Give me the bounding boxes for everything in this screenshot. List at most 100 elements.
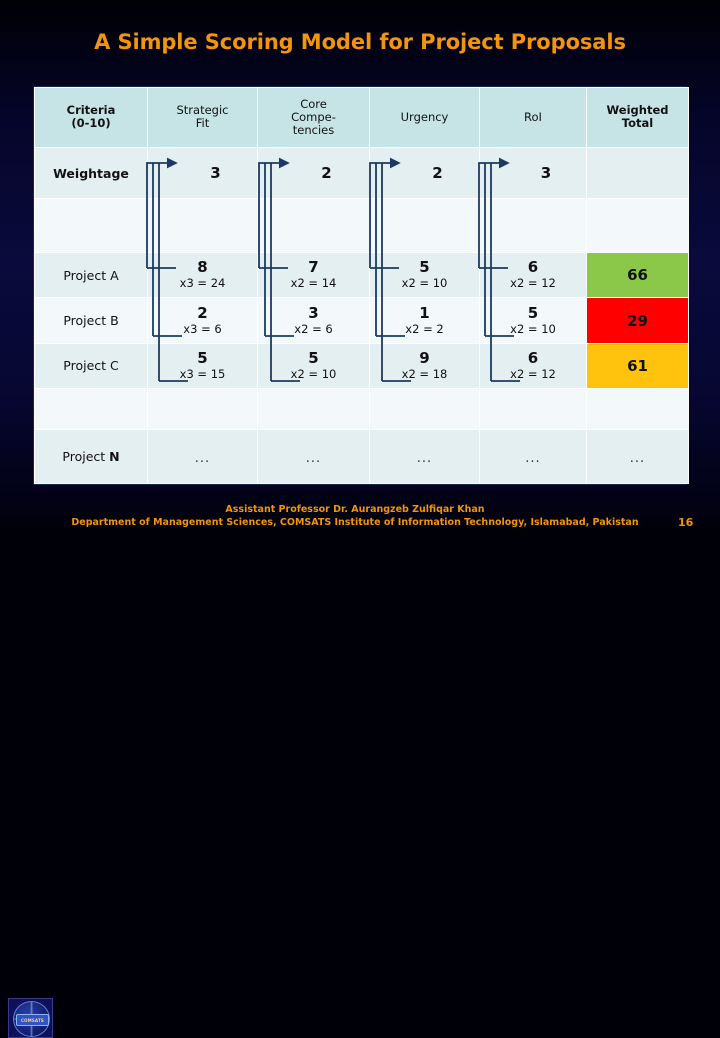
multiplier-value: x2 = 18 [401, 367, 448, 382]
score-value: 5 [527, 303, 539, 322]
project-n-label-text: Project [62, 449, 110, 465]
page-number: 16 [678, 516, 694, 529]
table-row: Project C 5 x3 = 15 5 x2 = 10 9 x2 = 18 [34, 342, 689, 390]
project-b-urgency: 1 x2 = 2 [369, 297, 480, 344]
total-value: 29 [627, 311, 648, 330]
table-row: Project B 2 x3 = 6 3 x2 = 6 1 x2 = 2 5 [34, 297, 689, 344]
ellipsis: ... [416, 451, 433, 467]
multiplier-value: x3 = 15 [179, 367, 226, 382]
weightage-urgency: 2 [369, 146, 480, 200]
header-roi: RoI [479, 87, 587, 148]
spacer-cell [479, 388, 587, 431]
project-a-strategic-fit: 8 x3 = 24 [147, 251, 258, 299]
score-value: 6 [527, 258, 539, 277]
weightage-strategic-fit: 3 [147, 146, 258, 200]
score-value: 8 [197, 258, 208, 277]
project-c-weighted-total: 61 [586, 342, 689, 390]
table-header-row: Criteria (0-10) Strategic Fit Core Compe… [34, 87, 689, 148]
header-urgency: Urgency [369, 87, 480, 148]
table-row: Project A 8 x3 = 24 7 x2 = 14 5 x2 = 10 [34, 251, 689, 299]
header-weighted-total: Weighted Total [586, 87, 689, 148]
ellipsis: ... [629, 451, 646, 467]
project-n-label-bold: N [109, 449, 120, 465]
weightage-urgency-value: 2 [432, 164, 443, 183]
header-criteria: Criteria (0-10) [34, 87, 148, 148]
score-value: 3 [308, 303, 319, 322]
total-value: 66 [627, 266, 648, 285]
header-criteria-line1: Criteria [66, 103, 116, 118]
spacer-cell [586, 198, 689, 253]
header-weighted-line2: Total [621, 116, 654, 131]
score-value: 5 [197, 349, 208, 368]
project-a-urgency: 5 x2 = 10 [369, 251, 480, 299]
project-a-weighted-total: 66 [586, 251, 689, 299]
multiplier-value: x2 = 10 [510, 321, 556, 336]
header-strategic-line2: Fit [195, 116, 210, 131]
project-n-roi: ... [479, 429, 587, 484]
globe-icon: COMSATS [13, 1001, 50, 1037]
weightage-row: Weightage 3 2 2 3 [34, 146, 689, 200]
project-n-label: Project N [34, 429, 148, 484]
slide-footer: COMSATS Assistant Professor Dr. Aurangze… [0, 498, 720, 1038]
score-value: 1 [419, 303, 430, 322]
header-weighted-line1: Weighted [606, 103, 669, 118]
score-value: 5 [308, 349, 319, 368]
spacer-row-top [34, 198, 689, 253]
weightage-label: Weightage [34, 146, 148, 200]
project-n-urgency: ... [369, 429, 480, 484]
multiplier-value: x2 = 14 [290, 276, 337, 291]
scoring-table-container: Criteria (0-10) Strategic Fit Core Compe… [33, 86, 689, 485]
header-core-line1: Core [300, 96, 327, 111]
project-b-weighted-total: 29 [586, 297, 689, 344]
multiplier-value: x2 = 2 [405, 321, 444, 336]
ellipsis: ... [305, 451, 322, 467]
footer-text: Assistant Professor Dr. Aurangzeb Zulfiq… [55, 503, 655, 529]
header-core-line2: Compe- [291, 109, 336, 124]
project-c-urgency: 9 x2 = 18 [369, 342, 480, 390]
score-value: 2 [197, 303, 208, 322]
spacer-cell [34, 198, 148, 253]
spacer-row-bottom [34, 388, 689, 431]
weightage-roi: 3 [479, 146, 587, 200]
spacer-cell [369, 388, 480, 431]
project-b-strategic-fit: 2 x3 = 6 [147, 297, 258, 344]
multiplier-value: x2 = 10 [401, 276, 448, 291]
weightage-core-value: 2 [321, 164, 332, 183]
project-b-core-competencies: 3 x2 = 6 [257, 297, 370, 344]
multiplier-value: x3 = 6 [183, 321, 222, 336]
project-c-label: Project C [34, 342, 148, 390]
multiplier-value: x2 = 6 [294, 321, 333, 336]
spacer-cell [257, 198, 370, 253]
spacer-cell [34, 388, 148, 431]
project-n-row: Project N ... ... ... ... ... [34, 429, 689, 484]
project-c-roi: 6 x2 = 12 [479, 342, 587, 390]
header-criteria-line2: (0-10) [71, 116, 111, 131]
weightage-roi-value: 3 [540, 164, 552, 183]
logo-band: COMSATS [16, 1014, 49, 1026]
project-a-core-competencies: 7 x2 = 14 [257, 251, 370, 299]
header-core-line3: tencies [292, 122, 335, 137]
spacer-cell [257, 388, 370, 431]
weightage-core-competencies: 2 [257, 146, 370, 200]
multiplier-value: x2 = 10 [290, 367, 337, 382]
project-b-label: Project B [34, 297, 148, 344]
logo-text: COMSATS [21, 1017, 44, 1023]
comsats-logo: COMSATS [8, 998, 53, 1038]
scoring-table: Criteria (0-10) Strategic Fit Core Compe… [34, 87, 689, 484]
ellipsis: ... [194, 451, 211, 467]
multiplier-value: x3 = 24 [179, 276, 226, 291]
project-b-roi: 5 x2 = 10 [479, 297, 587, 344]
score-value: 5 [419, 258, 430, 277]
multiplier-value: x2 = 12 [510, 276, 556, 291]
spacer-cell [147, 388, 258, 431]
project-c-strategic-fit: 5 x3 = 15 [147, 342, 258, 390]
footer-line-1: Assistant Professor Dr. Aurangzeb Zulfiq… [225, 504, 485, 515]
header-strategic-fit: Strategic Fit [147, 87, 258, 148]
project-n-strategic-fit: ... [147, 429, 258, 484]
weightage-weighted-total [586, 146, 689, 200]
spacer-cell [586, 388, 689, 431]
header-core-competencies: Core Compe- tencies [257, 87, 370, 148]
ellipsis: ... [525, 451, 541, 467]
spacer-cell [479, 198, 587, 253]
